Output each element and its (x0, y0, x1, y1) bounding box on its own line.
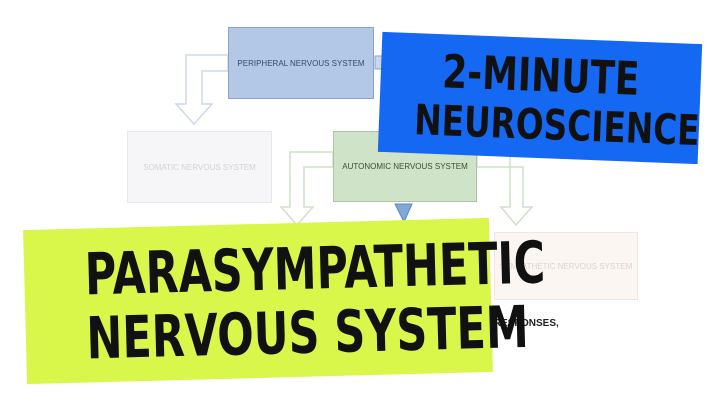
series-title-line2: NEUROSCIENCE (413, 95, 701, 156)
arrow-to-sympathetic (476, 151, 534, 227)
somatic-label: SOMATIC NERVOUS SYSTEM (143, 162, 256, 172)
arrow-down-center (394, 203, 413, 224)
sympathetic-nervous-system-box: SYMPATHETIC NERVOUS SYSTEM (494, 232, 638, 300)
topic-banner: PARASYMPATHETIC NERVOUS SYSTEM (23, 217, 546, 385)
autonomic-label: AUTONOMIC NERVOUS SYSTEM (342, 162, 468, 171)
arrow-to-parasympathetic-left (279, 151, 334, 227)
arrow-to-somatic (174, 54, 229, 126)
sympathetic-label: SYMPATHETIC NERVOUS SYSTEM (499, 261, 633, 271)
topic-title-line2: NERVOUS SYSTEM (85, 292, 530, 373)
peripheral-label: PERIPHERAL NERVOUS SYSTEM (237, 58, 365, 68)
series-banner: 2-MINUTE NEUROSCIENCE (377, 31, 703, 165)
peripheral-nervous-system-box: PERIPHERAL NERVOUS SYSTEM (228, 27, 374, 99)
somatic-nervous-system-box: SOMATIC NERVOUS SYSTEM (127, 131, 272, 203)
partial-responses-text: ” RESPONSES, (486, 318, 559, 329)
